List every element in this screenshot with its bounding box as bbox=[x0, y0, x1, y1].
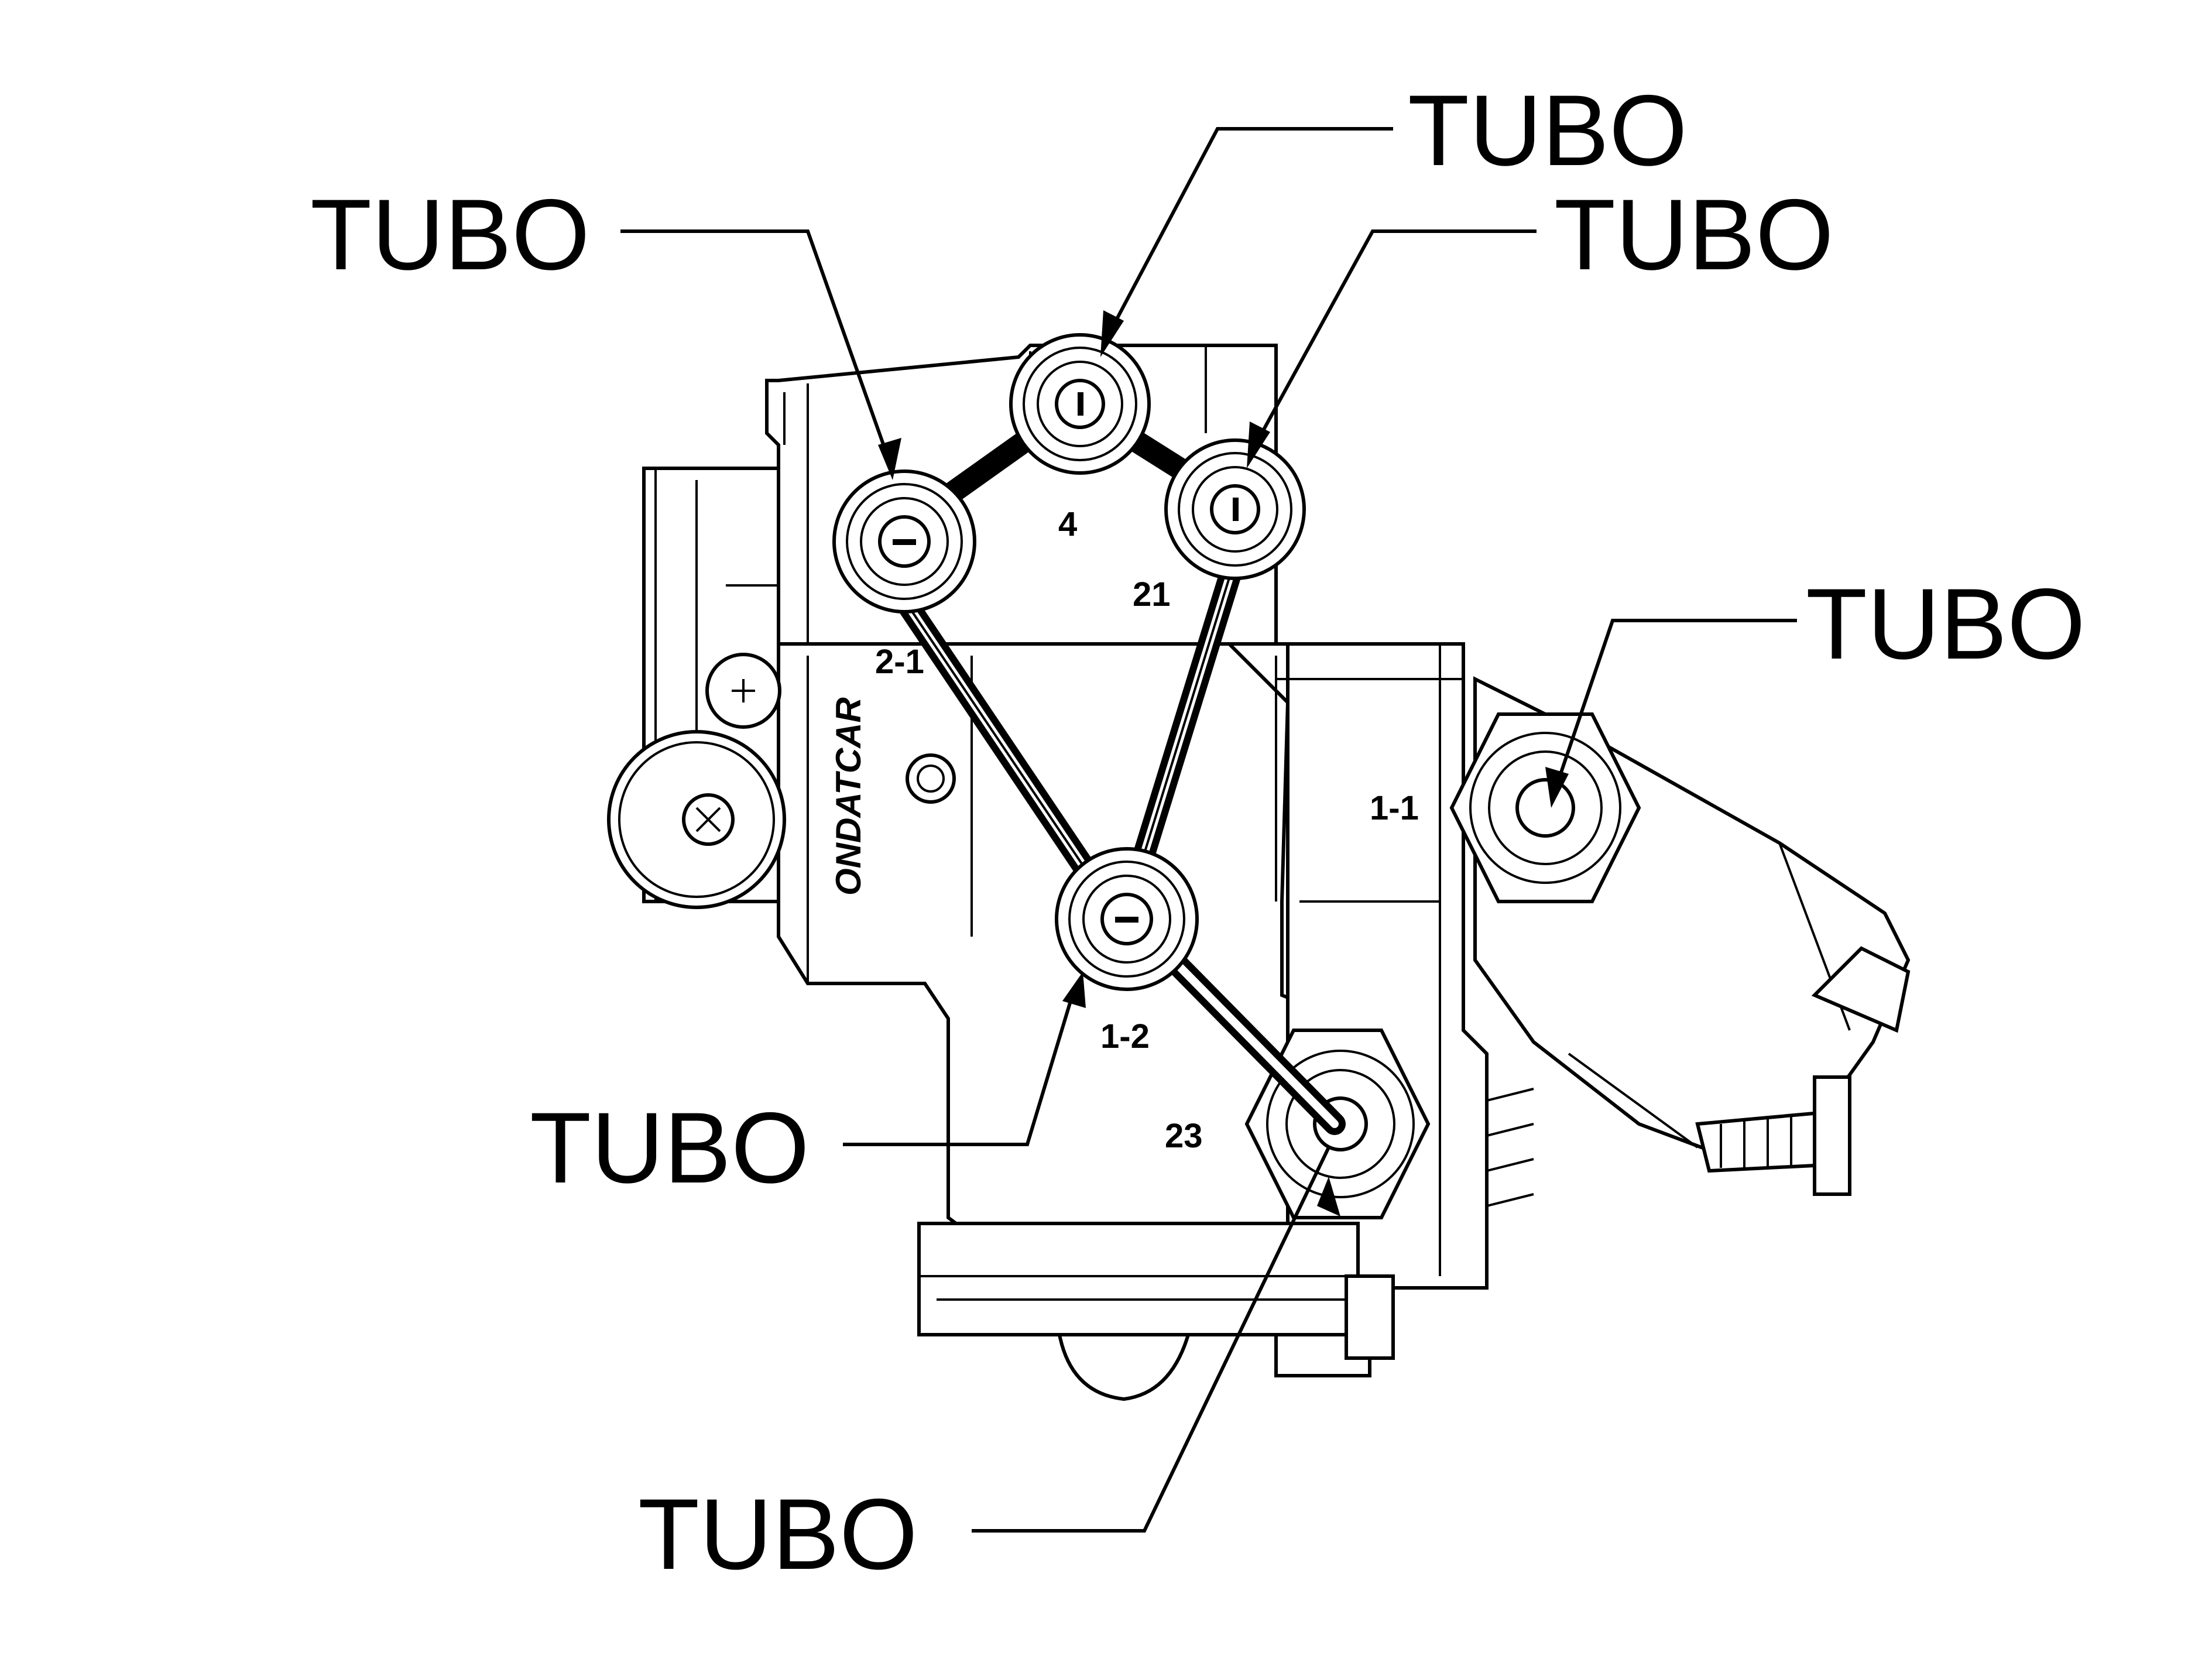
fitting-1-2 bbox=[1055, 847, 1199, 991]
callout-label-bottom: TUBO bbox=[638, 1478, 918, 1591]
fitting-21 bbox=[1164, 438, 1306, 580]
callout-label-top: TUBO bbox=[1408, 74, 1688, 187]
port-label-23: 23 bbox=[1165, 1117, 1203, 1155]
callout-label-lower-left: TUBO bbox=[530, 1092, 810, 1204]
port-labels: 4 21 2-1 1-1 1-2 23 ONDATCAR bbox=[829, 505, 1419, 1155]
leader-lines bbox=[620, 127, 1797, 1533]
callout-label-right: TUBO bbox=[1806, 568, 2086, 680]
port-label-1-1: 1-1 bbox=[1370, 789, 1419, 827]
port-label-4: 4 bbox=[1058, 505, 1077, 543]
port-label-2-1: 2-1 bbox=[875, 643, 924, 681]
brand-logo-text: ONDATCAR bbox=[829, 697, 868, 896]
port-label-1-2: 1-2 bbox=[1100, 1017, 1150, 1055]
callout-labels: TUBO TUBO TUBO TUBO TUBO TUBO bbox=[310, 74, 2086, 1591]
fitting-4 bbox=[1009, 333, 1151, 475]
fitting-2-1 bbox=[832, 469, 976, 613]
callout-label-upper-right: TUBO bbox=[1554, 179, 1834, 291]
callout-label-upper-left: TUBO bbox=[310, 179, 590, 291]
port-label-21: 21 bbox=[1133, 575, 1171, 613]
